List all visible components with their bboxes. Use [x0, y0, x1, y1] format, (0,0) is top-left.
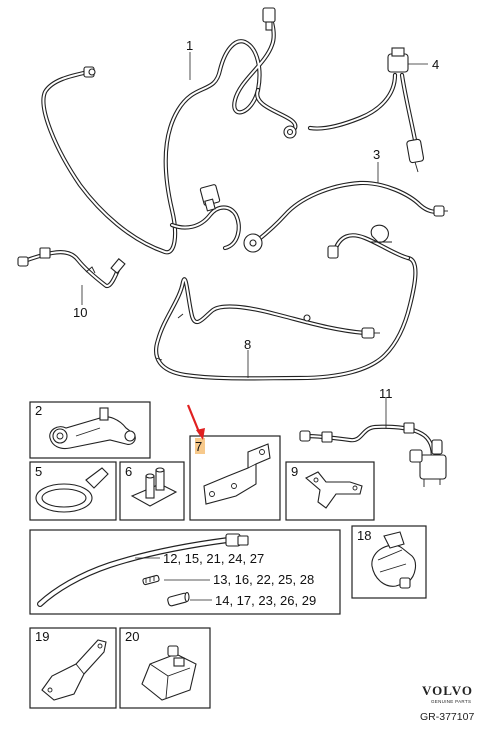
box-part-9[interactable] [285, 461, 375, 521]
box-part-19[interactable] [29, 627, 117, 709]
diagram-reference: GR-377107 [420, 711, 474, 723]
label-part-6: 6 [125, 464, 132, 479]
label-parts-14-29: 14, 17, 23, 26, 29 [215, 593, 316, 608]
label-part-10: 10 [73, 305, 87, 320]
label-part-1: 1 [186, 38, 193, 53]
highlight-part-7 [195, 438, 205, 454]
label-part-3: 3 [373, 147, 380, 162]
label-part-8: 8 [244, 337, 251, 352]
cable-4[interactable] [307, 47, 425, 173]
box-hose-parts[interactable] [29, 529, 341, 615]
box-part-6[interactable] [119, 461, 185, 521]
label-part-7: 7 [195, 439, 202, 454]
cable-10[interactable] [17, 247, 126, 289]
label-part-4: 4 [432, 57, 439, 72]
label-part-9: 9 [291, 464, 298, 479]
label-part-20: 20 [125, 629, 139, 644]
volvo-tagline: GENUINE PARTS [431, 699, 471, 704]
label-part-2: 2 [35, 403, 42, 418]
label-part-5: 5 [35, 464, 42, 479]
cable-11[interactable] [299, 422, 447, 487]
volvo-logo: VOLVO [422, 683, 473, 698]
label-part-19: 19 [35, 629, 49, 644]
box-part-20[interactable] [119, 627, 211, 709]
label-parts-13-28: 13, 16, 22, 25, 28 [213, 572, 314, 587]
box-part-2[interactable] [29, 401, 151, 459]
label-part-18: 18 [357, 528, 371, 543]
cable-8[interactable] [154, 224, 418, 381]
cable-3[interactable] [243, 180, 448, 253]
leader-lines [81, 52, 428, 601]
box-part-18[interactable] [351, 525, 427, 599]
label-parts-12-27: 12, 15, 21, 24, 27 [163, 551, 264, 566]
box-part-5[interactable] [29, 461, 117, 521]
label-part-11: 11 [379, 386, 393, 401]
box-part-7[interactable] [189, 435, 281, 521]
cable-1[interactable] [41, 7, 298, 255]
red-arrow-indicator [186, 404, 205, 440]
